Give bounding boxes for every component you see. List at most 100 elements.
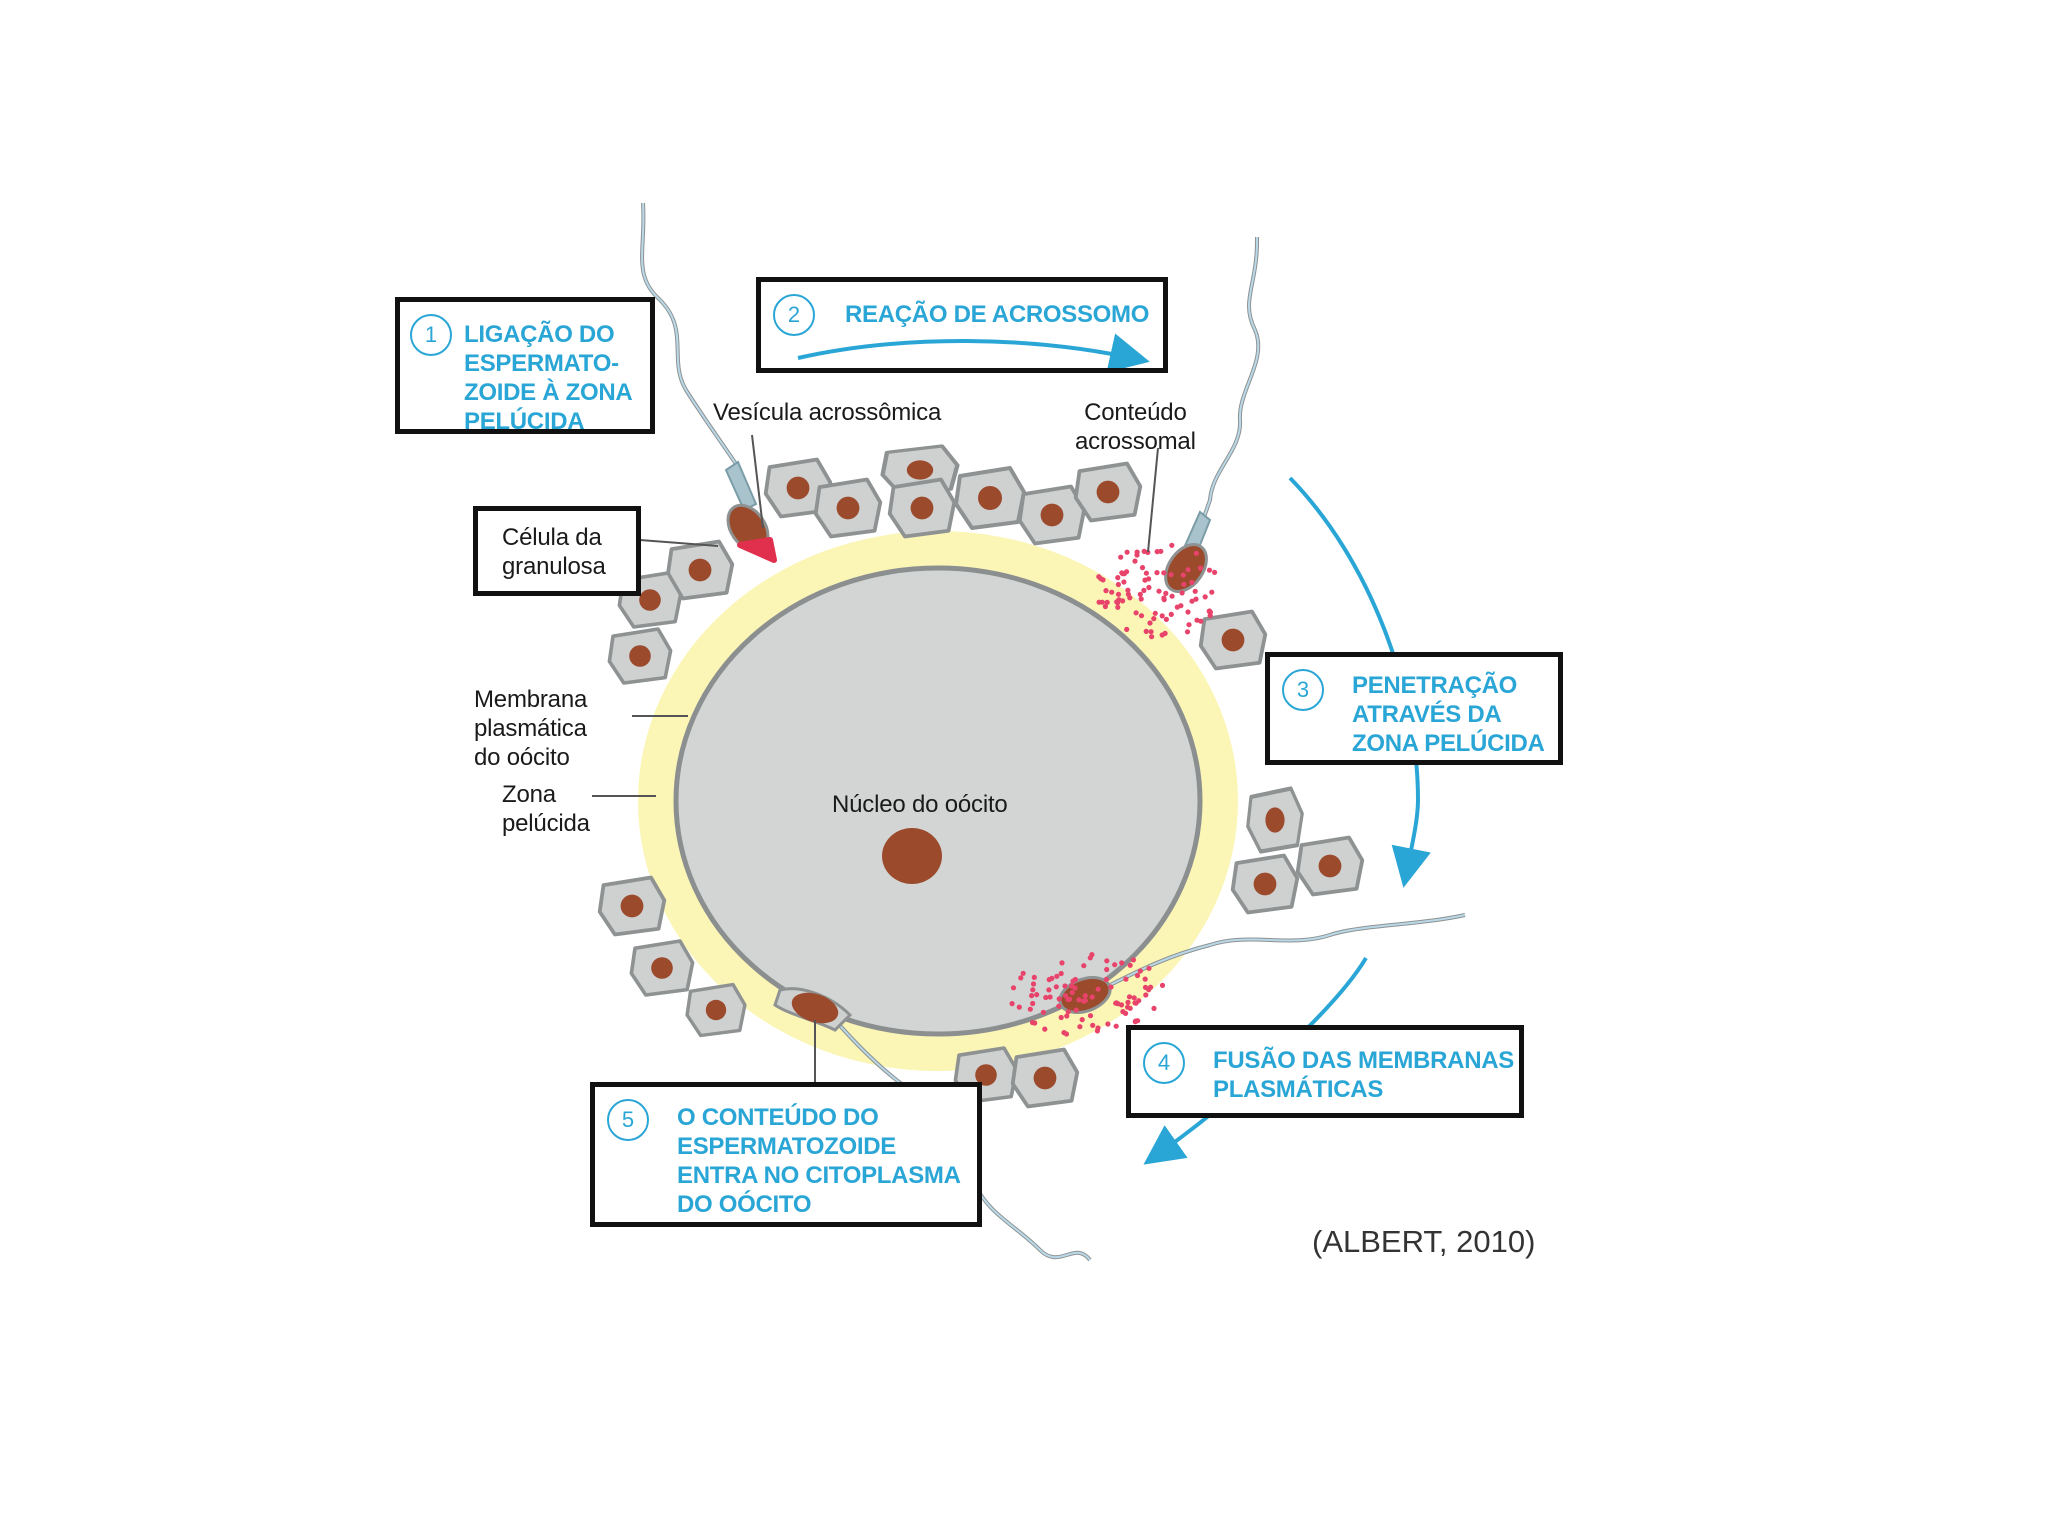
step-1-number: 1 [410,314,452,356]
label-line: Zona [502,780,590,809]
step-5-line: ESPERMATOZOIDE [677,1132,961,1161]
acrosomal-dot [1017,1005,1022,1010]
acrosomal-dot [1105,1021,1110,1026]
sperm-1 [642,203,776,560]
acrosomal-dot [1125,550,1130,555]
acrosomal-dot [1104,977,1109,982]
acrosomal-dot [1120,1009,1125,1014]
acrosomal-dot [1041,1010,1046,1015]
acrosomal-dot [1209,590,1214,595]
acrosomal-dot [1189,599,1194,604]
acrosomal-dot [1112,962,1117,967]
acrosomal-dot [1193,589,1198,594]
acrosomal-dot [1207,608,1212,613]
acrosomal-dot [1135,550,1140,555]
acrosomal-dot [1163,631,1168,636]
acrosomal-dot [1114,1024,1119,1029]
label-line: plasmática [474,714,587,743]
acrosomal-dot [1175,605,1180,610]
acrosomal-dot [1029,993,1034,998]
acrosomal-dot [1077,1024,1082,1029]
label-line: Célula da [502,523,606,552]
acrosomal-dot [1132,559,1137,564]
acrosomal-dot [1090,1023,1095,1028]
step-3-line: PENETRAÇÃO [1352,671,1545,700]
acrosomal-dot [1057,996,1062,1001]
acrosomal-dot [1132,995,1137,1000]
granulosa-cell [687,985,745,1036]
label-nucleo-oocito: Núcleo do oócito [832,790,1008,819]
acrosomal-dot [1105,600,1110,605]
acrosomal-dot [1181,572,1186,577]
acrosomal-dot [1126,592,1131,597]
step-5-line: DO OÓCITO [677,1190,961,1219]
granulosa-cell [1076,464,1141,521]
acrosomal-dot [1149,629,1154,634]
acrosomal-dot [1032,975,1037,980]
acrosomal-dot [1115,605,1120,610]
acrosomal-dot [1169,572,1174,577]
acrosomal-dot [1032,1020,1037,1025]
acrosomal-dot [1109,590,1114,595]
citation: (ALBERT, 2010) [1312,1224,1535,1260]
acrosomal-dot [1056,1004,1061,1009]
acrosomal-dot [1059,1015,1064,1020]
acrosomal-dot [1103,588,1108,593]
acrosomal-dot [1116,592,1121,597]
label-membrana-plasmatica: Membrana plasmática do oócito [474,685,587,772]
label-line: Membrana [474,685,587,714]
acrosomal-dot [1108,984,1113,989]
acrosomal-dot [1139,613,1144,618]
acrosomal-dot [1125,1000,1130,1005]
acrosomal-dot [1144,629,1149,634]
acrosomal-dot [1139,596,1144,601]
granulosa-cell [1298,838,1363,895]
acrosomal-dot [1134,610,1139,615]
granulosa-cell [816,480,881,537]
acrosomal-dot [1096,987,1101,992]
step-4-number: 4 [1143,1042,1185,1084]
acrosomal-dot [1030,987,1035,992]
acrosomal-dot [1042,1027,1047,1032]
acrosomal-dot [1181,582,1186,587]
granulosa-cell [631,941,692,995]
acrosomal-dot [1154,570,1159,575]
acrosomal-dot [1207,568,1212,573]
acrosomal-dot [1146,585,1151,590]
label-line: Conteúdo [1075,398,1196,427]
acrosomal-dot [1021,971,1026,976]
acrosomal-dot [1189,580,1194,585]
step-5-text: O CONTEÚDO DO ESPERMATOZOIDE ENTRA NO CI… [677,1103,961,1219]
acrosomal-dot [1198,566,1203,571]
acrosomal-dot [1131,957,1136,962]
acrosomal-dot [1208,613,1213,618]
acrosomal-dot [1115,575,1120,580]
granulosa-cell [1233,856,1298,913]
acrosomal-dot [1049,976,1054,981]
acrosomal-dot [1203,594,1208,599]
acrosomal-dot [1121,579,1126,584]
acrosomal-dot [1081,963,1086,968]
step-5-box: 5 O CONTEÚDO DO ESPERMATOZOIDE ENTRA NO … [590,1082,982,1227]
acrosomal-dot [1059,971,1064,976]
acrosomal-dot [1169,612,1174,617]
granulosa-cell [600,878,665,935]
step-2-box: 2 REAÇÃO DE ACROSSOMO [756,277,1168,373]
label-line: granulosa [502,552,606,581]
label-vesicula-acrossomica: Vesícula acrossômica [713,398,941,427]
acrosomal-dot [1135,973,1140,978]
acrosomal-dot [1083,993,1088,998]
label-celula-granulosa: Célula da granulosa [502,523,606,581]
acrosomal-dot [1097,600,1102,605]
acrosomal-dot [1030,1001,1035,1006]
acrosomal-dot [1155,549,1160,554]
step-3-line: ATRAVÉS DA [1352,700,1545,729]
acrosomal-dot [1169,543,1174,548]
step-2-line: REAÇÃO DE ACROSSOMO [845,300,1149,329]
step-4-box: 4 FUSÃO DAS MEMBRANAS PLASMÁTICAS [1126,1025,1524,1118]
acrosomal-dot [1138,592,1143,597]
acrosomal-dot [1088,1013,1093,1018]
acrosomal-dot [1186,622,1191,627]
acrosomal-dot [1148,985,1153,990]
step-2-number: 2 [773,294,815,336]
